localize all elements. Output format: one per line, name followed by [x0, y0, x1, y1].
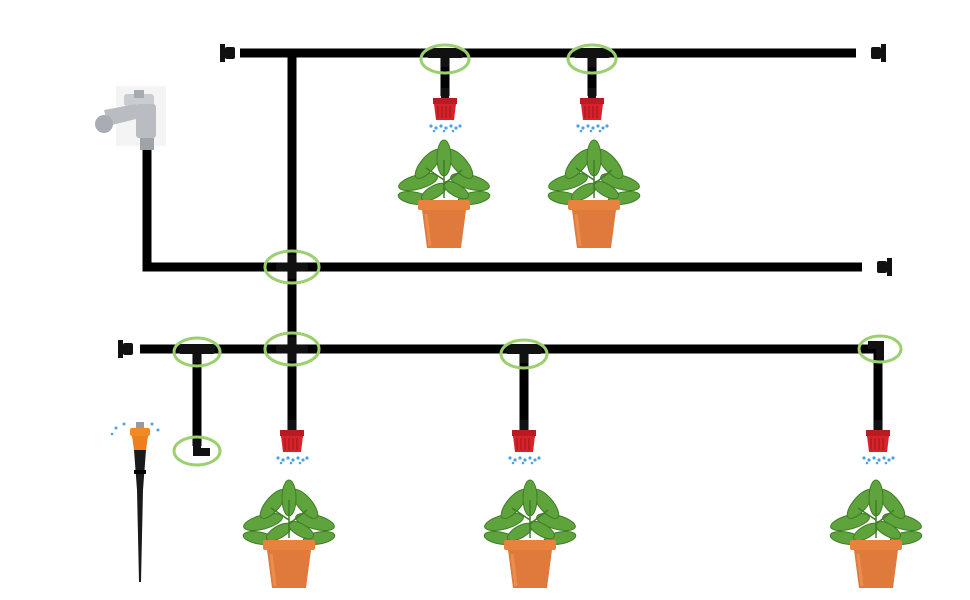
elbow-connector-icon	[868, 341, 884, 362]
drip-emitter-icon	[507, 419, 542, 465]
highlight-ring	[263, 331, 321, 367]
potted-plant-icon	[827, 478, 925, 590]
cross-connector-icon	[276, 255, 308, 279]
tee-connector-icon	[574, 48, 610, 67]
end-plug-icon	[220, 44, 235, 62]
pipe-network	[140, 48, 883, 446]
highlight-ring	[172, 336, 222, 368]
highlight-ring	[172, 435, 222, 467]
faucet-feed-line	[142, 150, 862, 272]
drip-emitter-icon	[861, 419, 896, 465]
stake-sprayer-icon	[110, 422, 160, 582]
elbow-connector-icon	[193, 440, 210, 456]
end-plug-icon	[118, 340, 133, 358]
highlight-ring	[857, 334, 903, 364]
drip-emitter-icon	[275, 419, 310, 465]
tee-connector-icon	[179, 344, 215, 363]
potted-plant-icon	[395, 138, 493, 250]
highlight-ring	[263, 249, 321, 285]
connector-highlights	[172, 43, 903, 467]
drip-emitter-icon	[575, 87, 610, 133]
tee-connector-icon	[506, 344, 542, 363]
end-plug-icon	[871, 44, 886, 62]
drip-emitter-icon	[428, 87, 463, 133]
highlight-ring	[419, 43, 471, 75]
potted-plant-icon	[240, 478, 338, 590]
cross-connector-icon	[276, 337, 308, 361]
end-plug-icon	[877, 258, 892, 276]
faucet-icon	[95, 86, 166, 150]
tee-connector-icon	[427, 48, 463, 67]
highlight-ring	[566, 43, 618, 75]
potted-plant-icon	[481, 478, 579, 590]
potted-plant-icon	[545, 138, 643, 250]
highlight-ring	[499, 338, 549, 370]
